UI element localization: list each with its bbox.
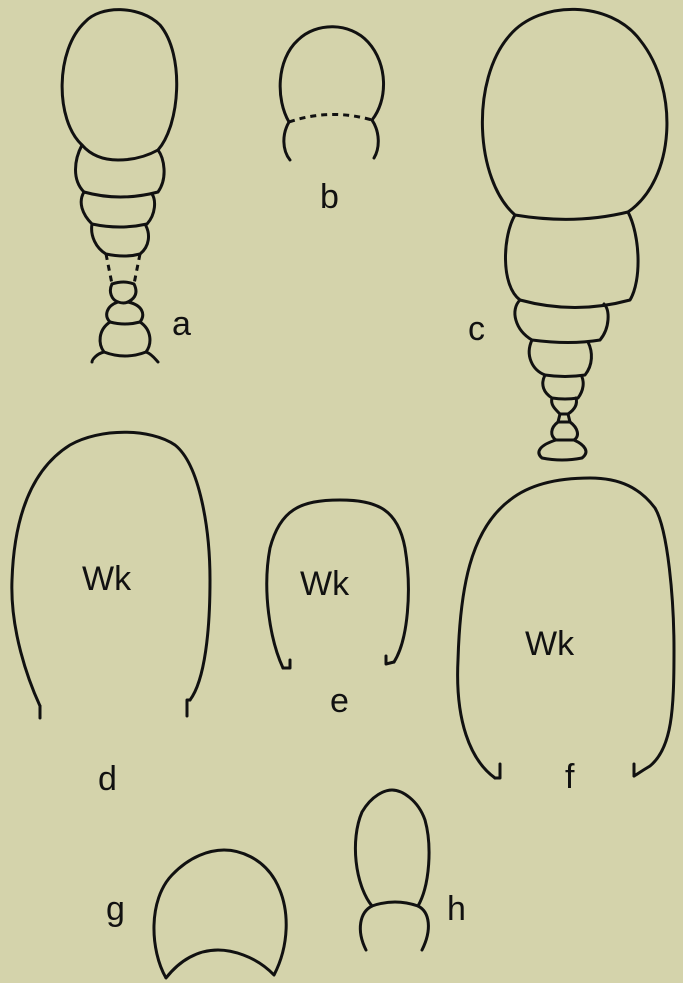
panel-a-label: a	[172, 305, 191, 343]
panel-f-label: f	[565, 758, 575, 796]
panel-a-drawing	[62, 10, 177, 362]
panel-e-label: e	[330, 682, 349, 720]
panel-c-drawing	[482, 9, 667, 460]
panel-f-wk-label: Wk	[525, 625, 575, 663]
panel-h-label: h	[447, 890, 466, 928]
panel-d-label: d	[98, 760, 117, 798]
panel-e-wk-label: Wk	[300, 565, 350, 603]
panel-d-wk-label: Wk	[82, 560, 132, 598]
panel-g-label: g	[106, 890, 125, 928]
panel-h-drawing	[355, 790, 429, 950]
panel-c-label: c	[468, 310, 485, 348]
panel-g-drawing	[154, 850, 286, 978]
panel-b-drawing	[280, 27, 383, 160]
panel-b-label: b	[320, 178, 339, 216]
